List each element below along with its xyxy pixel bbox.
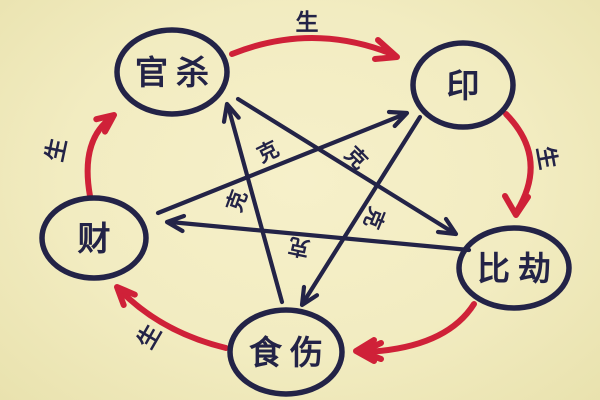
overcome-arrow-guansha-bijie [235, 96, 457, 236]
overcome-arrow-yin-shishang [300, 114, 423, 306]
generate-arrowhead-sketch-stroke [353, 337, 377, 364]
generate-arrowhead-guansha-yin [372, 37, 400, 62]
overcome-arrowhead-yin-shishang [299, 284, 320, 308]
overcome-arrowhead-guansha-bijie [435, 216, 459, 237]
node-circle-cai [39, 195, 149, 281]
generate-label-right: 生 [531, 144, 561, 171]
node-label-shishang: 食伤 [249, 333, 331, 372]
generate-arrow-cai-guansha [84, 114, 115, 199]
overcome-arrowhead-shishang-guansha [221, 101, 241, 124]
overcome-arrow-bijie-cai [167, 219, 472, 253]
overcome-label-bijie-cai: 克 [286, 233, 312, 261]
overcome-arrows-group [155, 96, 472, 308]
generate-label-top: 生 [296, 10, 319, 36]
generate-arrow-shishang-cai [115, 285, 229, 351]
overcome-arrowhead-bijie-cai [164, 213, 187, 234]
node-label-yin: 印 [447, 66, 480, 105]
overcome-arrow-shishang-guansha [225, 103, 285, 305]
generate-arrows-group [84, 35, 534, 364]
overcome-arrowhead-cai-yin [386, 109, 410, 129]
overcome-label-shishang-guansha: 克 [222, 187, 252, 215]
node-label-bijie: 比劫 [477, 249, 559, 288]
node-circle-shishang [227, 307, 345, 397]
node-label-cai: 财 [78, 219, 111, 258]
generate-arrowhead-yin-bijie [502, 193, 531, 218]
generate-arrow-guansha-yin [229, 35, 395, 57]
generate-arrow-bijie-shishang [363, 301, 477, 355]
node-circle-yin [410, 40, 516, 130]
node-circle-guansha [114, 27, 230, 117]
generate-arrowhead-cai-guansha [93, 112, 117, 135]
overcome-arrow-cai-yin [155, 111, 408, 216]
node-label-guansha: 官杀 [135, 53, 217, 92]
overcome-label-guansha-bijie: 克 [340, 142, 372, 174]
generate-label-left: 生 [42, 136, 72, 164]
node-circle-bijie [456, 225, 572, 311]
generate-arrowhead-shishang-cai [114, 284, 138, 308]
nodes-group: 官杀 印 比劫 食伤 财 [39, 27, 572, 397]
